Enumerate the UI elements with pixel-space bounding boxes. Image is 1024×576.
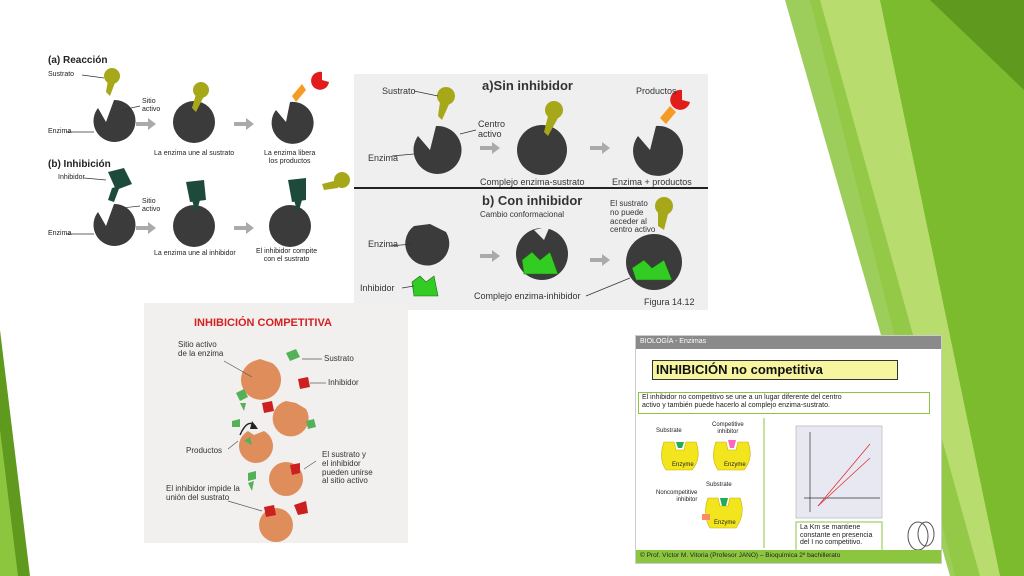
inhibitor-free-bottom (411, 275, 439, 297)
label-substrate-2: Substrate (706, 482, 732, 488)
enzyme-free-bottom (405, 224, 450, 266)
label-inhibidor-comp: Inhibidor (328, 378, 359, 387)
label-substrate: Substrate (656, 428, 682, 434)
label-cambio-conformacional: Cambio conformacional (480, 210, 565, 219)
panel4-header-bar (636, 336, 941, 349)
label-no-puede-acceder: El sustrato no puede acceder al centro a… (610, 199, 656, 235)
label-pueden-unirse: El sustrato y el inhibidor pueden unirse… (322, 450, 373, 486)
panel2-diagram (354, 87, 708, 297)
arrow-b2 (234, 222, 254, 234)
comp-substrate-pieces (232, 349, 316, 491)
enzyme-inhibitor-blocked-b (269, 172, 350, 247)
panel1-diagram (66, 68, 350, 247)
title-con-inhibidor: b) Con inhibidor (482, 193, 583, 208)
footer-credit: © Prof. Víctor M. Vitoria (Profesor JANO… (640, 552, 841, 559)
arrow-a2 (234, 118, 254, 130)
label-enzima-b: Enzima (48, 230, 72, 237)
caption-complejo-ei: Complejo enzima-inhibidor (474, 291, 581, 301)
comp-enzyme-3 (239, 431, 273, 464)
label-enzyme-1: Enzyme (672, 462, 694, 468)
enzyme-products-top (633, 89, 690, 176)
arrow-a1 (136, 118, 156, 130)
yellow-enzyme-2 (713, 440, 751, 471)
km-note-text: La Km se mantiene constante en presencia… (800, 524, 873, 547)
stripe-right-dark (880, 0, 1024, 576)
enzyme-products-a (271, 71, 329, 144)
arrow-bottom-2 (590, 254, 610, 266)
comp-enzyme-4 (269, 462, 303, 496)
title-sin-inhibidor: a)Sin inhibidor (482, 78, 573, 93)
label-sitio-activo-enzima: Sitio activo de la enzima (178, 340, 224, 358)
enzyme-substrate-a (173, 82, 215, 143)
label-enzyme-2: Enzyme (724, 462, 746, 468)
label-impide-union: El inhibidor impide la unión del sustrat… (166, 484, 240, 502)
label-enzima-bottom: Enzima (368, 239, 399, 249)
yellow-enzyme-3 (702, 497, 743, 529)
panel-reaccion-inhibicion: (a) Reacción Sustrato Sitio activo Enzim… (44, 50, 356, 272)
label-noncompetitive-inhibitor: Noncompetitive inhibitor (656, 490, 698, 503)
figure-number: Figura 14.12 (644, 297, 695, 307)
enzyme-free-top (413, 125, 462, 174)
label-sitio-activo-b: Sitio activo (142, 198, 161, 213)
label-inhibidor-bottom: Inhibidor (360, 283, 395, 293)
complex-blocked-bottom (626, 197, 682, 290)
label-sustrato-comp: Sustrato (324, 354, 354, 363)
label-enzima: Enzima (48, 128, 72, 135)
comp-inhibitor-pieces (262, 377, 310, 515)
logo-profile (907, 521, 935, 551)
panel-inhibicion-no-competitiva: BIOLOGÍA - Enzimas INHIBICIÓN no competi… (635, 335, 942, 564)
stripe-right-edge (930, 0, 1024, 90)
description-box (638, 392, 930, 414)
stripe-left-bottom-light (0, 430, 18, 576)
caption-libera-productos: La enzima libera los productos (264, 150, 316, 165)
panel4-diagram (661, 418, 935, 553)
label-competitive-inhibitor: Competitive inhibitor (712, 422, 744, 435)
label-enzima-top: Enzima (368, 153, 399, 163)
label-sustrato: Sustrato (48, 71, 75, 78)
comp-enzyme-5 (259, 505, 293, 542)
substrate-top (437, 87, 455, 120)
enzyme-inhibitor-b (173, 180, 215, 247)
title-inhibicion-competitiva: INHIBICIÓN COMPETITIVA (194, 317, 332, 329)
complex-es-top (517, 101, 567, 175)
label-centro-activo: Centro activo (478, 119, 506, 139)
caption-une-sustrato: La enzima une al sustrato (154, 150, 235, 157)
title-no-competitiva: INHIBICIÓN no competitiva (656, 362, 823, 377)
panel3-diagram (223, 349, 326, 542)
enzyme-free-a (93, 99, 136, 142)
yellow-enzyme-1 (661, 441, 699, 471)
footer-bar (636, 550, 941, 563)
graph-box (795, 425, 883, 519)
title-box (652, 360, 898, 380)
title-inhibicion: (b) Inhibición (48, 159, 111, 170)
comp-enzyme-2 (272, 401, 309, 437)
description-text: El inhibidor no competitivo se une a un … (642, 394, 842, 409)
panel-sin-con-inhibidor: a)Sin inhibidor Sustrato Productos Centr… (354, 74, 708, 310)
inhibitor-b (108, 168, 132, 202)
caption-enzima-productos: Enzima + productos (612, 177, 692, 187)
arrow-b1 (136, 222, 156, 234)
label-sitio-activo: Sitio activo (142, 98, 161, 113)
label-productos: Productos (636, 86, 677, 96)
label-inhibidor: Inhibidor (58, 174, 85, 181)
label-enzyme-3: Enzyme (714, 520, 736, 526)
substrate-a (104, 68, 120, 96)
complex-ei-bottom (516, 226, 568, 280)
title-reaccion: (a) Reacción (48, 55, 108, 66)
panel-inhibicion-competitiva: INHIBICIÓN COMPETITIVA Sitio activo de l… (144, 303, 408, 543)
caption-une-inhibidor: La enzima une al inhibidor (154, 250, 236, 257)
arrow-bottom-1 (480, 250, 500, 262)
enzyme-free-b (93, 203, 136, 246)
label-productos-comp: Productos (186, 446, 223, 455)
caption-inhibidor-compite: El inhibidor compite con el sustrato (256, 248, 318, 263)
label-sustrato-top: Sustrato (382, 86, 416, 96)
arrow-top-2 (590, 142, 610, 154)
caption-complejo-es: Complejo enzima-sustrato (480, 177, 585, 187)
comp-enzyme-1 (241, 359, 282, 400)
arrow-top-1 (480, 142, 500, 154)
panel4-header-text: BIOLOGÍA - Enzimas (640, 338, 707, 345)
